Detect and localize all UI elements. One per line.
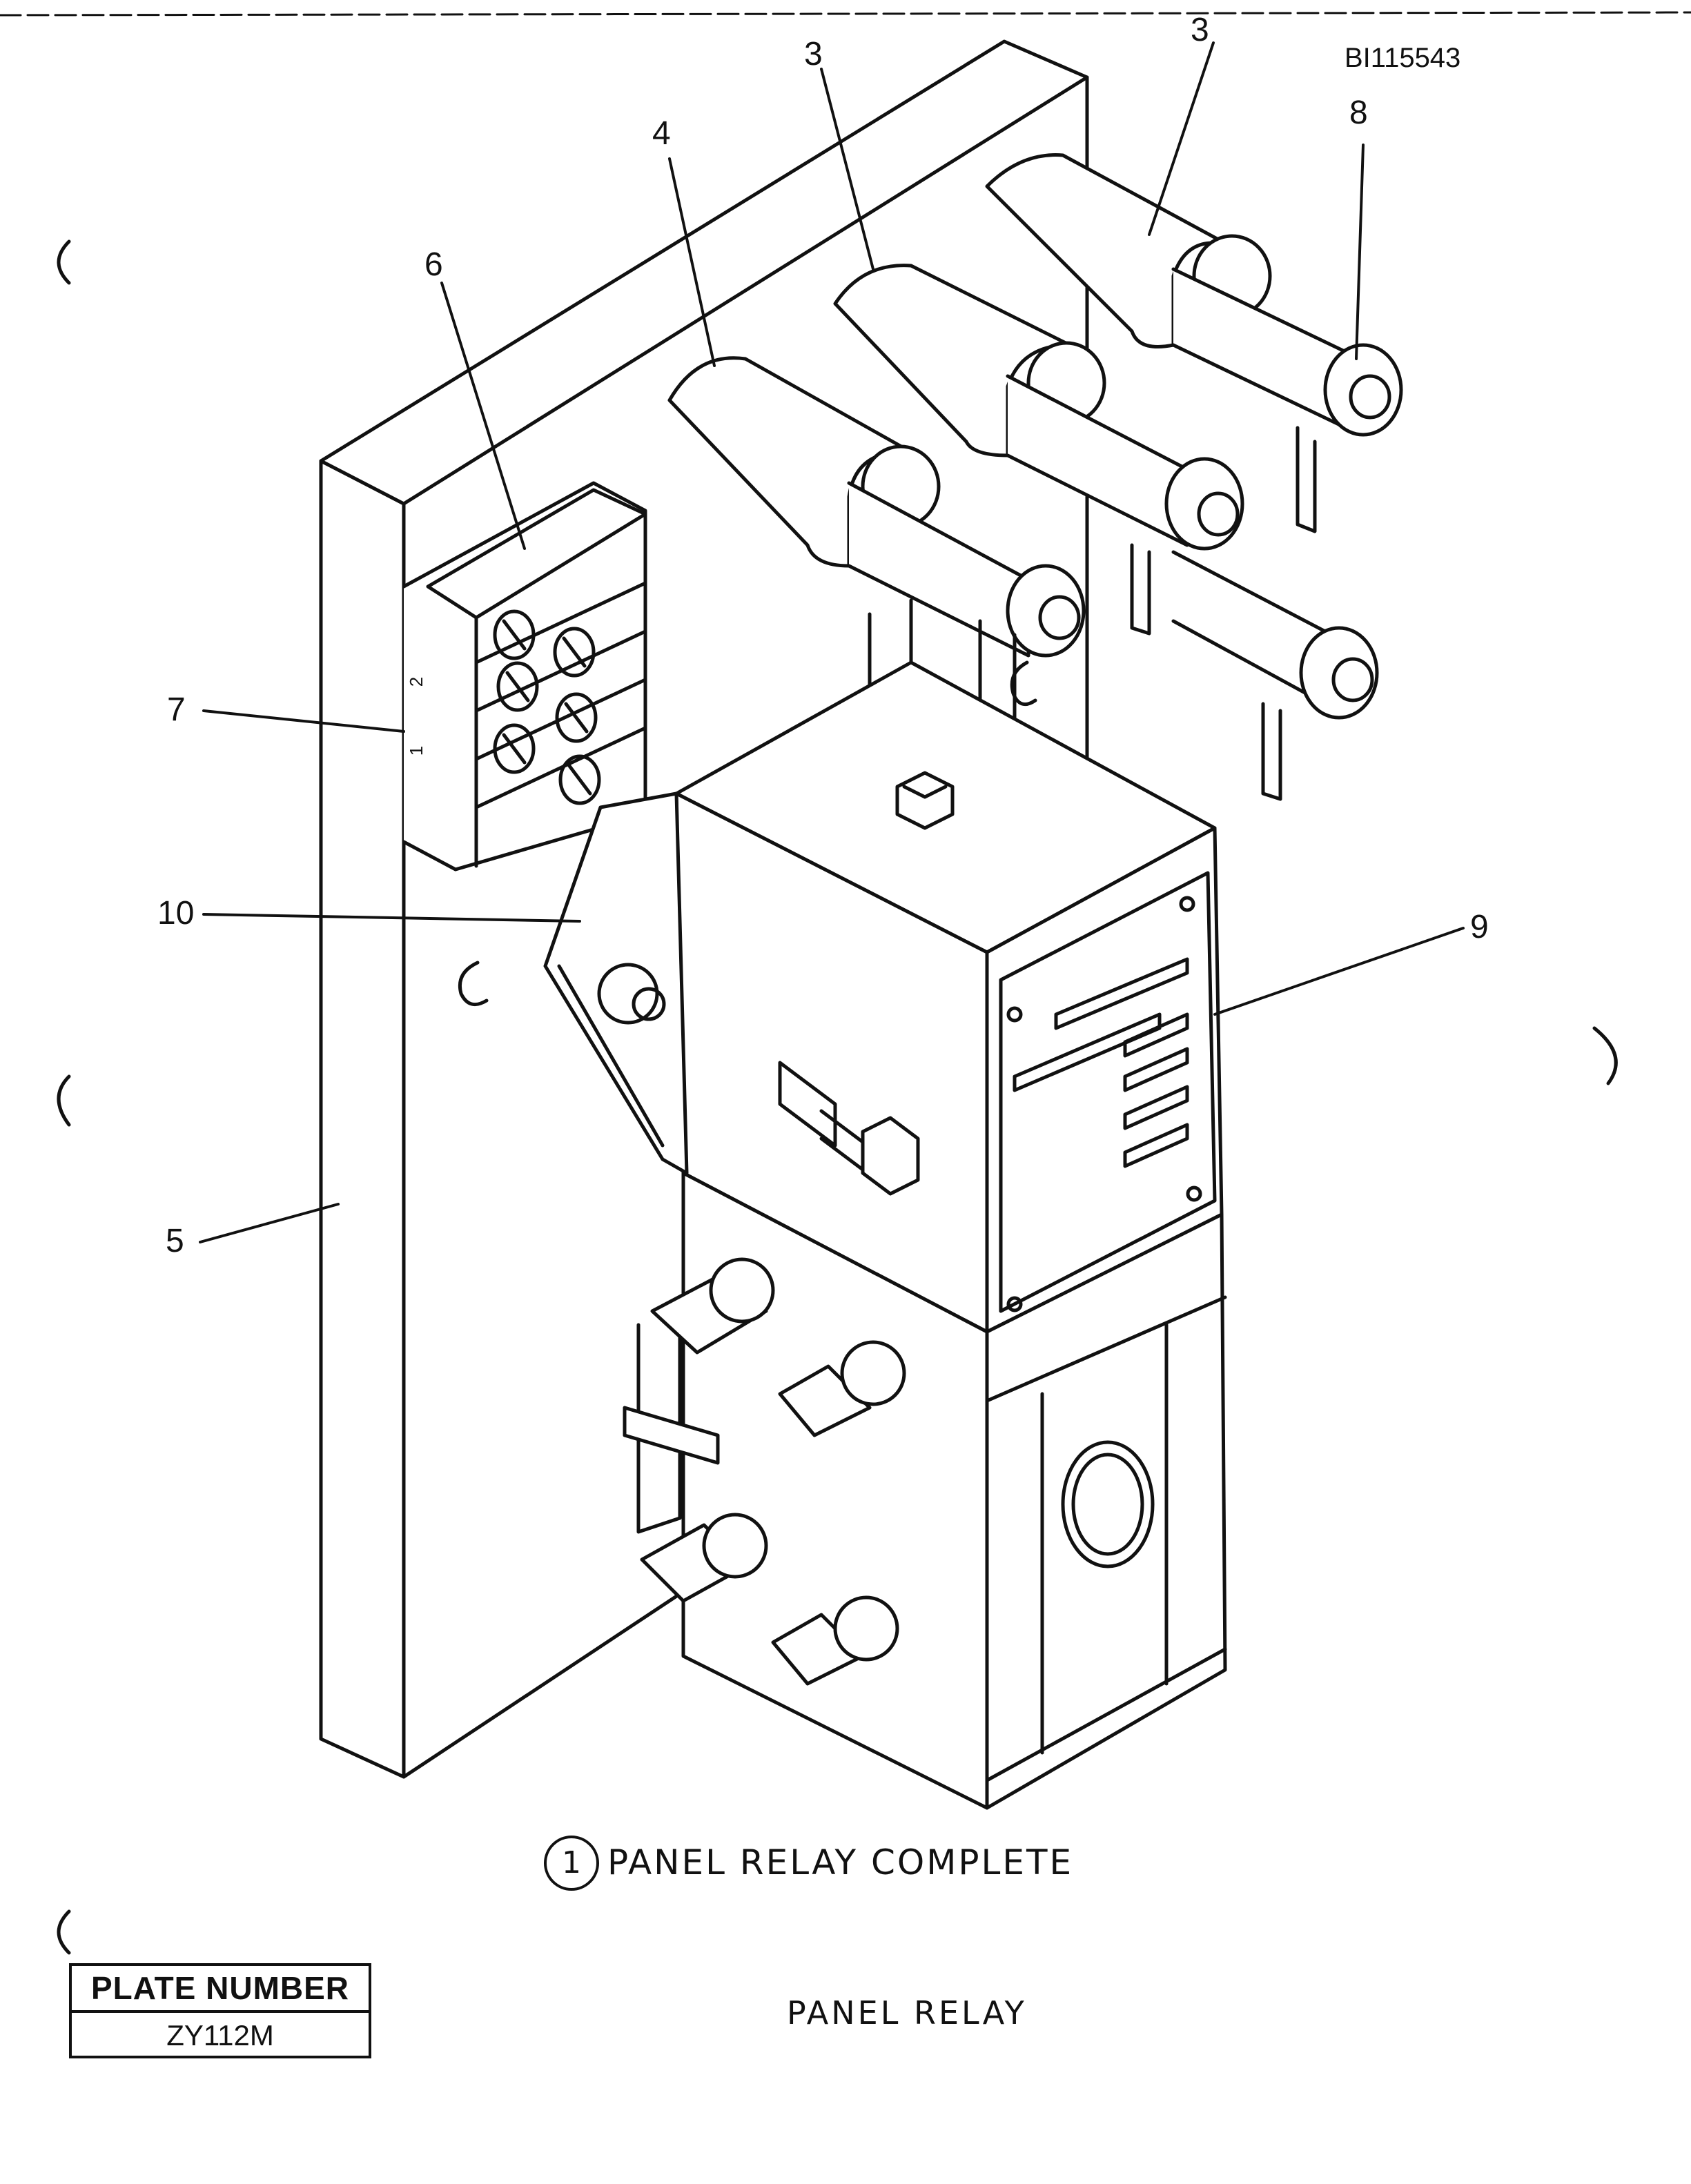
base-bolt	[640, 1257, 906, 1686]
relay-bolt	[778, 1061, 920, 1196]
callout-6: 6	[424, 246, 443, 283]
callout-8: 8	[1349, 95, 1368, 131]
panel-mark	[458, 961, 489, 1007]
panel-mark	[1010, 660, 1037, 707]
callout-7: 7	[167, 691, 186, 728]
scan-border-line	[0, 11, 1691, 17]
document-id: BI115543	[1345, 43, 1461, 73]
hole-punch-mark	[1592, 1026, 1618, 1085]
cylinder-sensor	[833, 264, 1244, 636]
terminal-mark: 1	[406, 745, 427, 756]
hole-punch-mark	[57, 1074, 71, 1127]
plate-number-value: ZY112M	[166, 2019, 274, 2052]
mounting-panel	[319, 39, 1089, 1779]
hole-punch-mark	[57, 1909, 71, 1955]
cylinder-sensor	[667, 356, 1086, 658]
terminal-mark: 2	[406, 676, 427, 687]
relay-base	[623, 1171, 1227, 1810]
cylinder-sensor	[985, 153, 1403, 533]
relay-housing	[674, 660, 1224, 1334]
cylinder-sensor	[1171, 550, 1379, 801]
angle-bracket	[543, 791, 689, 1175]
leader-lines	[199, 41, 1465, 1243]
figure-caption: PANEL RELAY COMPLETE	[607, 1842, 1074, 1882]
hole-punch-mark	[57, 239, 71, 285]
callout-5: 5	[166, 1223, 184, 1259]
plate-number-box: PLATE NUMBER ZY112M	[69, 1963, 371, 2058]
callout-4: 4	[652, 115, 671, 152]
caption-index-circle: 1	[544, 1836, 599, 1891]
plate-number-header: PLATE NUMBER	[72, 1966, 369, 2013]
callout-10: 10	[157, 895, 195, 932]
callout-3: 3	[1191, 12, 1209, 48]
page-title: PANEL RELAY	[787, 1994, 1027, 2031]
callout-3: 3	[804, 36, 823, 72]
terminal-block	[402, 481, 647, 872]
terminal-screw	[493, 609, 601, 805]
callout-9: 9	[1470, 909, 1489, 945]
